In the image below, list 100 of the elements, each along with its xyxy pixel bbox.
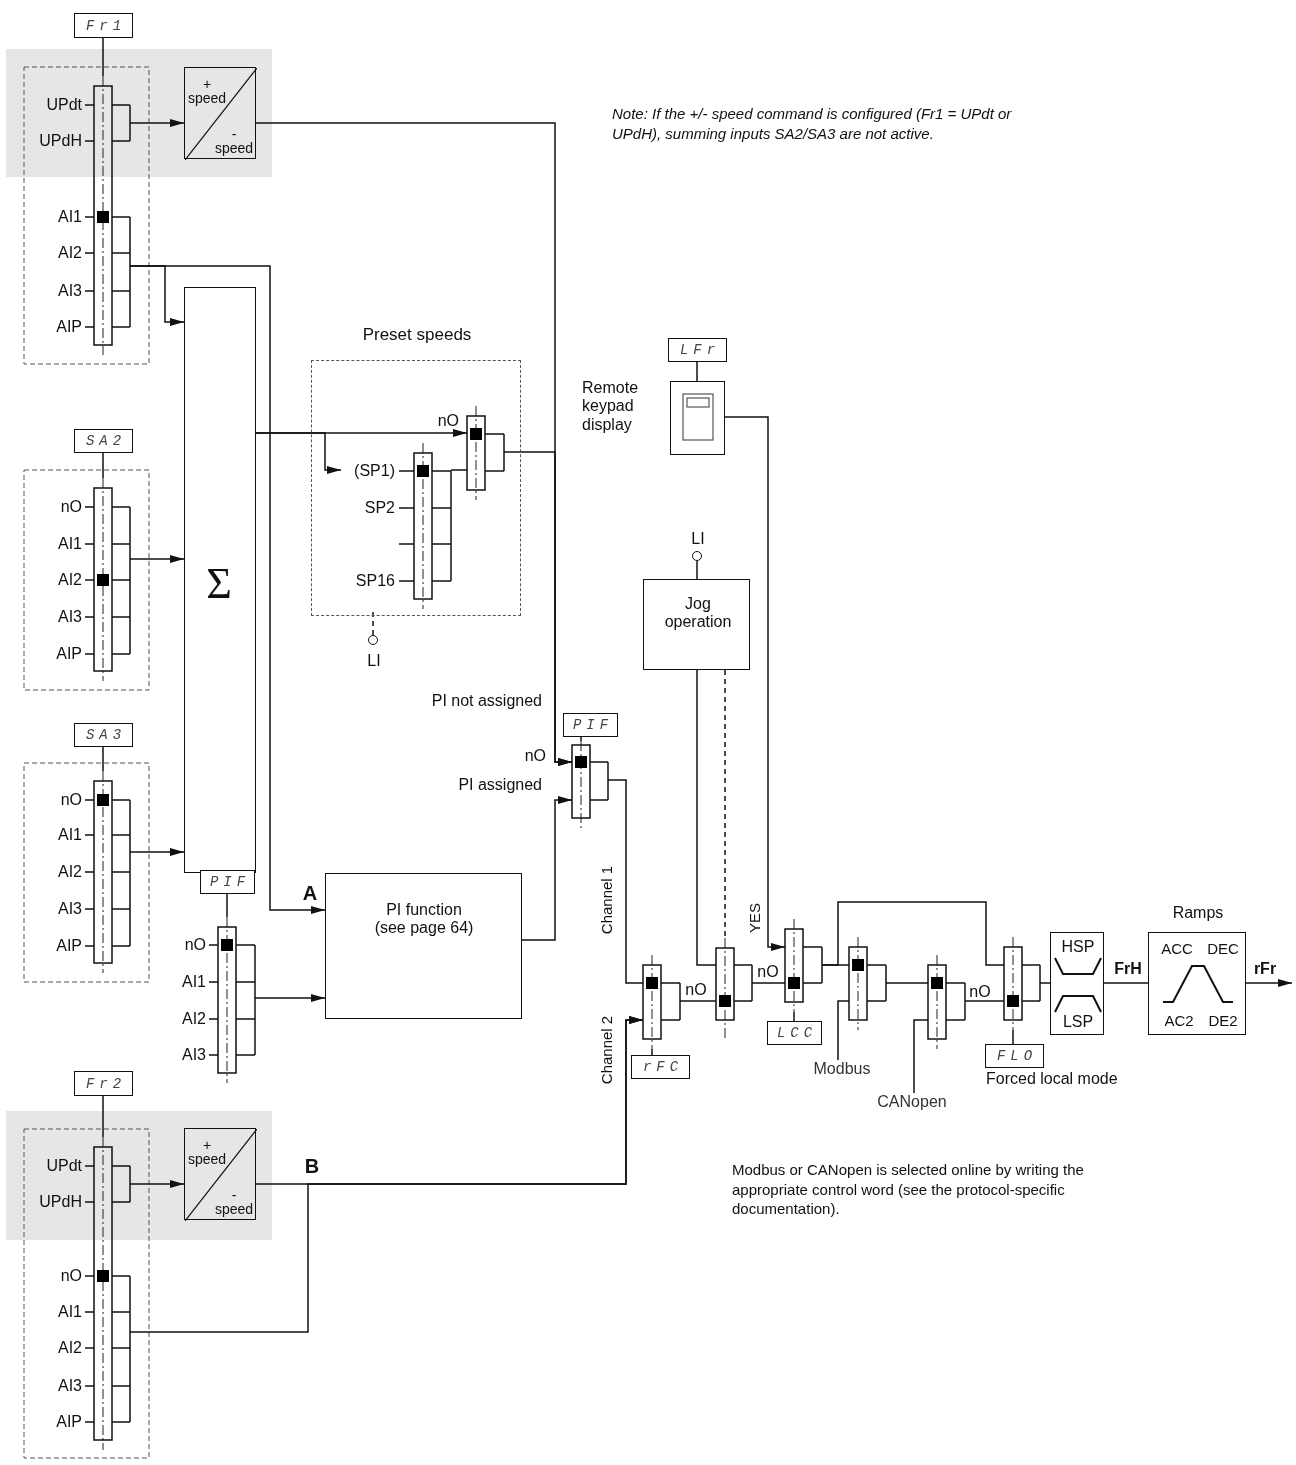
arrow [1245, 979, 1293, 987]
parameter-code: Fr2 [74, 1071, 133, 1096]
connector-line [226, 893, 228, 918]
input-label: SP16 [355, 571, 395, 591]
input-label: nO [60, 497, 82, 517]
connector-line [102, 746, 104, 772]
node-label: Forced local mode [986, 1069, 1118, 1089]
function-block [643, 579, 750, 670]
connector-line [1103, 982, 1149, 984]
input-label: AI3 [58, 607, 82, 627]
connector-line [793, 1011, 795, 1022]
connector-line [1039, 982, 1051, 984]
block-label: + speed [186, 77, 228, 105]
parameter-code: LFr [668, 338, 727, 362]
channel-label: Channel 2 [597, 1015, 617, 1085]
arrow [129, 848, 185, 856]
block-label: - speed [213, 1188, 255, 1216]
parameter-code: rFC [631, 1055, 690, 1079]
arrow [521, 796, 573, 941]
connector-line [696, 560, 698, 580]
input-label: UPdH [39, 1192, 82, 1212]
input-label: UPdt [46, 1156, 82, 1176]
connector-line [837, 1000, 850, 1061]
input-label: nO [184, 935, 206, 955]
group-heading: Preset speeds [362, 325, 472, 345]
note: Note: If the +/- speed command is configured (Fr1 = UPdt or UPdH), summing inputs SA2/SA3 are not active. [612, 104, 1013, 143]
input-label: AIP [56, 317, 82, 337]
arrow [724, 416, 786, 951]
input-label: AI1 [58, 207, 82, 227]
block-label: LSP [1062, 1012, 1094, 1032]
input-label: AIP [56, 644, 82, 664]
input-label: AI2 [58, 570, 82, 590]
input-label: AI3 [58, 281, 82, 301]
control-line [724, 669, 726, 939]
state-label: PI assigned [458, 774, 542, 795]
arrow [129, 265, 326, 914]
input-label: nO [524, 746, 546, 766]
input-label: AIP [56, 936, 82, 956]
input-label: AI1 [58, 534, 82, 554]
parameter-code: LCC [767, 1021, 822, 1045]
block-label: DE2 [1208, 1012, 1238, 1030]
arrow [254, 994, 326, 1002]
connector-line [751, 982, 786, 984]
input-label: AI3 [58, 1376, 82, 1396]
connector-line [102, 452, 104, 479]
input-label: AI2 [182, 1009, 206, 1029]
connector-line [1012, 1029, 1014, 1045]
block-label: Jog operation [663, 594, 733, 632]
parameter-code: SA3 [74, 723, 133, 747]
input-label: AI2 [58, 1338, 82, 1358]
input-label: AI2 [58, 243, 82, 263]
parameter-code: Fr1 [74, 13, 133, 38]
connector-line [696, 669, 717, 966]
block-label: PI function (see page 64) [373, 900, 475, 938]
input-label: AI1 [58, 825, 82, 845]
parameter-code: PIF [200, 870, 255, 894]
connector-line [450, 469, 468, 471]
input-label: nO [969, 982, 991, 1002]
arrow [129, 555, 185, 563]
parameter-code: SA2 [74, 429, 133, 453]
sum-symbol: Σ [206, 558, 232, 610]
input-label: AI1 [182, 972, 206, 992]
selector-switch [849, 937, 886, 1030]
speed-control-block [184, 67, 256, 159]
block-label: + speed [186, 1138, 228, 1166]
connector-line [696, 361, 698, 382]
input-label: Modbus [806, 1060, 878, 1080]
input-label: nO [685, 980, 707, 1000]
input-label: AI2 [58, 862, 82, 882]
block-label: AC2 [1164, 1012, 1194, 1030]
terminal-label: LI [691, 529, 705, 549]
block-title: Ramps [1172, 903, 1224, 923]
input-label: AI3 [182, 1045, 206, 1065]
input-label: UPdt [46, 95, 82, 115]
block-label: DEC [1207, 940, 1239, 958]
input-label: SP2 [364, 498, 395, 518]
block-label: HSP [1061, 937, 1095, 957]
input-label: nO [757, 962, 779, 982]
speed-limit-block [1050, 932, 1104, 1035]
input-label: nO [60, 790, 82, 810]
block-label: ACC [1161, 940, 1193, 958]
node-label: Remote keypad display [582, 379, 640, 435]
terminal-label: LI [367, 651, 381, 671]
input-label: CANopen [870, 1093, 954, 1113]
connector-line [102, 1095, 104, 1138]
arrow [129, 119, 185, 127]
summing-block [184, 287, 256, 873]
input-label: AI3 [58, 899, 82, 919]
parameter-code: PIF [563, 713, 618, 737]
connector-line [821, 901, 1005, 966]
input-label: (SP1) [354, 461, 395, 481]
connector-line [102, 37, 104, 77]
connector-line [580, 736, 582, 742]
connector-line [679, 1000, 717, 1002]
state-label: YES [745, 903, 765, 933]
arrow [255, 432, 342, 474]
connector-line [885, 982, 929, 984]
state-label: PI not assigned [431, 690, 542, 711]
input-label: UPdH [39, 131, 82, 151]
speed-control-block [184, 1128, 256, 1220]
